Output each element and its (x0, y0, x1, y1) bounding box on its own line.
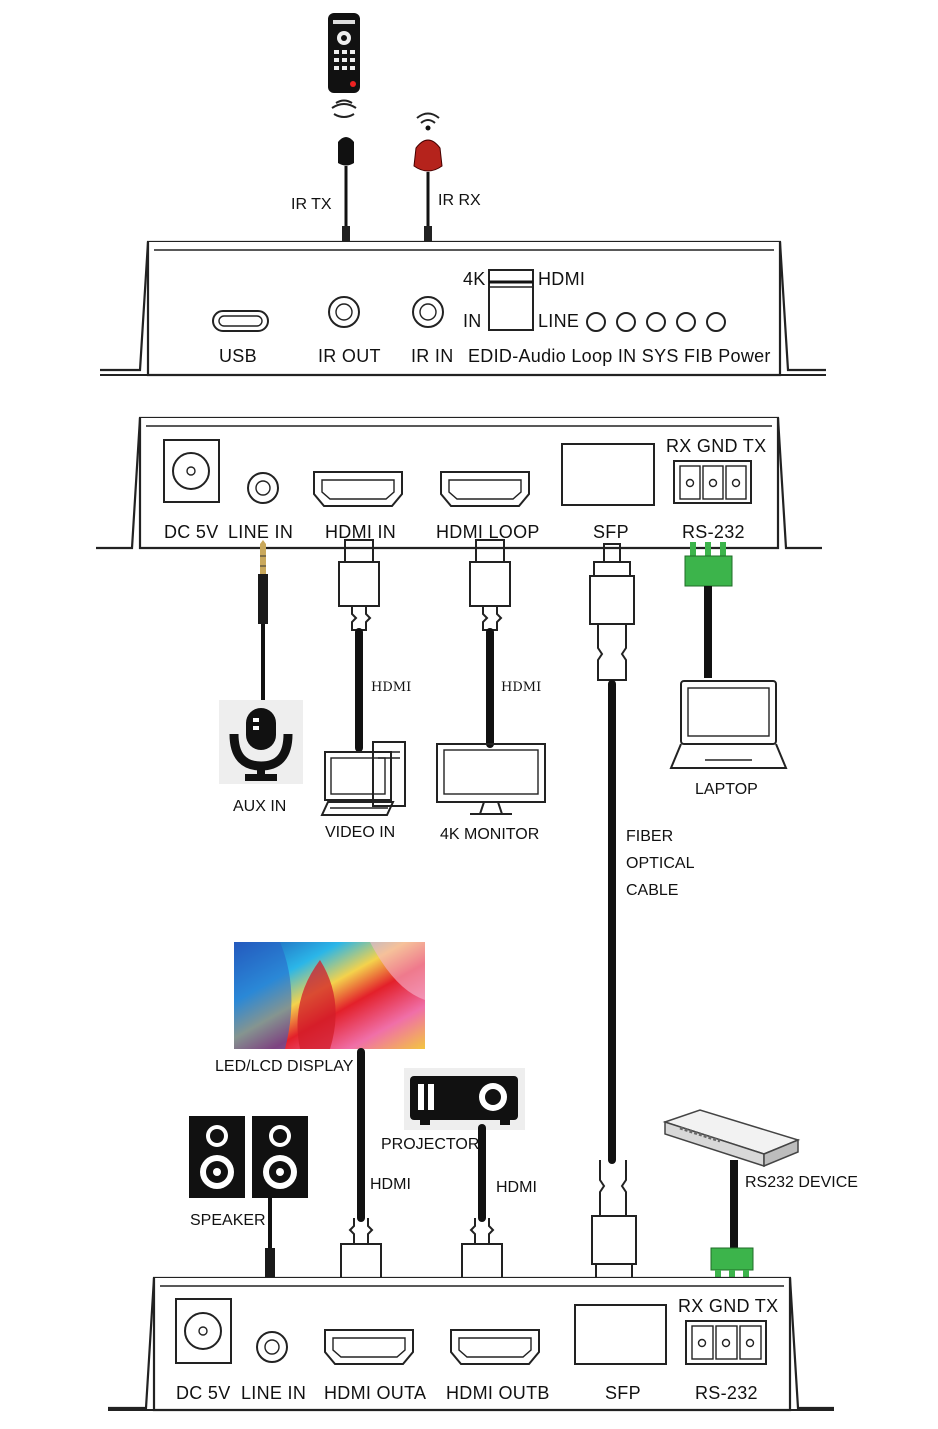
projector-label: PROJECTOR (381, 1136, 479, 1153)
switch-4k-label: 4K (463, 269, 486, 289)
rx-hdmi-outa-port-icon (324, 1329, 414, 1365)
rx-dc-power-jack-icon (175, 1298, 232, 1364)
microphone-icon (219, 700, 303, 784)
tx-sfp-label: SFP (593, 522, 629, 542)
speaker-icon (189, 1116, 308, 1198)
tx-rs232-green-terminal-icon (684, 542, 733, 678)
tx-dc-power-jack-icon (163, 439, 220, 503)
usb-port-icon (212, 310, 269, 332)
ir-rx-label: IR RX (438, 192, 481, 209)
ir-out-jack-icon (328, 296, 360, 328)
rs232-device-icon (662, 1109, 801, 1168)
projector-icon (404, 1068, 525, 1130)
hdmi-cable-2-label: HDMI (501, 680, 541, 695)
led-sys-icon (616, 312, 636, 332)
tx-dc-label: DC 5V (164, 522, 219, 542)
tx-hdmi-loop-label: HDMI LOOP (436, 522, 540, 542)
switch-line-label: LINE (538, 311, 579, 331)
tx-rs232-pins-label: RX GND TX (666, 436, 766, 456)
tx-hdmi-in-port-icon (313, 471, 403, 507)
dip-switch-icon[interactable] (488, 269, 534, 331)
rx-sfp-port-icon (574, 1304, 667, 1365)
tx-back-panel-unit (96, 416, 822, 550)
rx-line-in-jack-icon (256, 1331, 288, 1363)
aux-audio-cable-icon (258, 540, 268, 700)
led-power-icon (676, 312, 696, 332)
ir-out-label: IR OUT (318, 346, 381, 366)
tx-rs232-label: RS-232 (682, 522, 745, 542)
remote-control-icon (328, 13, 360, 93)
hdmi-cable-a-label: HDMI (370, 1176, 411, 1193)
tx-line-in-label: LINE IN (228, 522, 293, 542)
fiber-label-line3: CABLE (626, 882, 678, 899)
led-power2-icon (706, 312, 726, 332)
rx-back-panel-unit (108, 1276, 834, 1412)
tx-rs232-terminal-icon (673, 460, 752, 504)
ir-tx-label: IR TX (291, 196, 332, 213)
fiber-label-line2: OPTICAL (626, 855, 695, 872)
hdmi-in-plug-icon (338, 539, 380, 752)
rx-rs232-terminal-icon (685, 1320, 767, 1365)
4k-monitor-label: 4K MONITOR (440, 826, 539, 843)
rx-hdmi-outa-label: HDMI OUTA (324, 1383, 426, 1403)
tx-sfp-port-icon (561, 443, 655, 506)
hdmi-cable-1-label: HDMI (371, 680, 411, 695)
fiber-label-line1: FIBER (626, 828, 673, 845)
fiber-connector-top-icon (589, 543, 635, 681)
hdmi-loop-plug-icon (469, 539, 511, 748)
led-loop-in-icon (586, 312, 606, 332)
desktop-computer-icon (320, 741, 406, 816)
wireless-signal-icon (331, 99, 357, 118)
aux-in-label: AUX IN (233, 798, 286, 815)
ir-in-jack-icon (412, 296, 444, 328)
wifi-signal-icon (416, 112, 440, 131)
speaker-label: SPEAKER (190, 1212, 266, 1229)
rx-dc-label: DC 5V (176, 1383, 231, 1403)
indicator-leds (586, 312, 726, 332)
tx-line-in-jack-icon (247, 472, 279, 504)
led-fib-icon (646, 312, 666, 332)
rx-rs232-pins-label: RX GND TX (678, 1296, 778, 1316)
led-lcd-display-icon (234, 942, 425, 1049)
rx-hdmi-outb-label: HDMI OUTB (446, 1383, 550, 1403)
tx-hdmi-loop-port-icon (440, 471, 530, 507)
indicator-labels: EDID-Audio Loop IN SYS FIB Power (468, 346, 771, 366)
rx-hdmi-outb-port-icon (450, 1329, 540, 1365)
laptop-icon (669, 680, 788, 769)
rx-line-in-label: LINE IN (241, 1383, 306, 1403)
4k-monitor-icon (436, 743, 546, 815)
tx-hdmi-in-label: HDMI IN (325, 522, 396, 542)
hdmi-cable-b-label: HDMI (496, 1179, 537, 1196)
rx-sfp-label: SFP (605, 1383, 641, 1403)
video-in-label: VIDEO IN (325, 824, 395, 841)
front-panel-unit (100, 240, 826, 377)
rs232-device-label: RS232 DEVICE (745, 1174, 858, 1191)
usb-port-label: USB (219, 346, 257, 366)
switch-hdmi-label: HDMI (538, 269, 585, 289)
rx-rs232-green-terminal-icon (710, 1160, 754, 1282)
switch-in-label: IN (463, 311, 482, 331)
laptop-label: LAPTOP (695, 781, 758, 798)
rx-rs232-label: RS-232 (695, 1383, 758, 1403)
display-label: LED/LCD DISPLAY (215, 1058, 354, 1075)
ir-in-label: IR IN (411, 346, 454, 366)
